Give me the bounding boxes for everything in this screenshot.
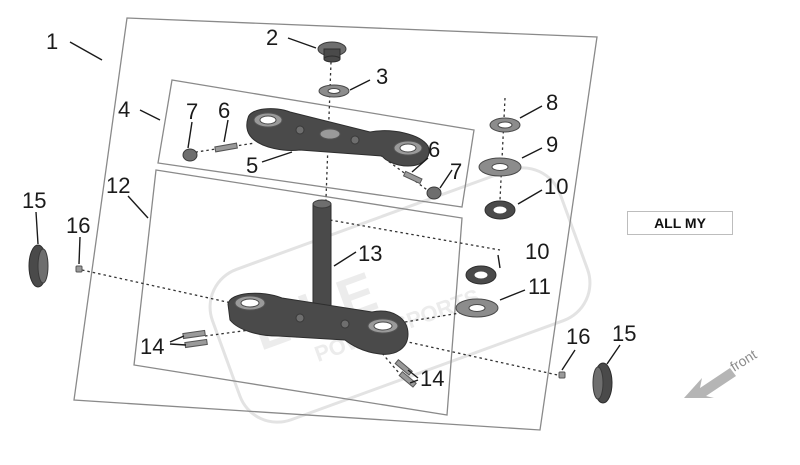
- right-side-cap: [592, 362, 613, 404]
- lower-clamp-frame: [133, 169, 463, 416]
- callout-7-upper-left: 7: [186, 99, 198, 124]
- lower-clamp-bolts-left: [182, 329, 208, 349]
- upper-clamp-frame: [157, 79, 475, 208]
- callout-2: 2: [266, 25, 278, 50]
- callout-9: 9: [546, 132, 558, 157]
- callout-6-upper-right: 6: [428, 137, 440, 162]
- callout-10-lower: 10: [525, 239, 549, 264]
- callout-3: 3: [376, 64, 388, 89]
- left-pin: [75, 265, 83, 273]
- callout-14-left: 14: [140, 334, 164, 359]
- callout-leaders: [35, 37, 621, 384]
- callout-10-upper: 10: [544, 174, 568, 199]
- model-year-badge: ALL MY: [627, 211, 733, 235]
- callout-1: 1: [46, 29, 58, 54]
- lower-clamp-bolts-right: [394, 358, 417, 388]
- front-label: front: [727, 346, 759, 374]
- upper-clamp-bolt-left: [182, 142, 238, 162]
- callout-12: 12: [106, 173, 130, 198]
- upper-clamp-bolt-right: [402, 170, 442, 200]
- front-direction-indicator: front: [684, 346, 759, 398]
- callout-16-right: 16: [566, 324, 590, 349]
- callout-15-right: 15: [612, 321, 636, 346]
- front-arrow-icon: [684, 368, 736, 398]
- callout-7-upper-right: 7: [450, 159, 462, 184]
- lower-bearing: [465, 265, 497, 285]
- callout-14-right: 14: [420, 366, 444, 391]
- callout-8: 8: [546, 90, 558, 115]
- stem-washer: [318, 84, 350, 98]
- lower-seal: [455, 298, 499, 318]
- dust-seal-washer: [478, 157, 522, 177]
- callout-6-upper-left: 6: [218, 98, 230, 123]
- callout-16-left: 16: [66, 213, 90, 238]
- steering-stem-nut: [317, 41, 347, 63]
- callout-15-left: 15: [22, 188, 46, 213]
- callout-5: 5: [246, 153, 258, 178]
- model-year-label: ALL MY: [654, 215, 706, 231]
- callout-11: 11: [528, 274, 551, 299]
- upper-bearing: [484, 200, 516, 220]
- right-pin: [558, 371, 566, 379]
- callout-13: 13: [358, 241, 382, 266]
- callout-4: 4: [118, 97, 130, 122]
- outer-assembly-frame: [73, 17, 598, 431]
- upper-triple-clamp: [246, 108, 430, 167]
- upper-bearing-seal: [489, 117, 521, 133]
- left-side-cap: [28, 244, 49, 288]
- lower-triple-clamp-with-stem: [227, 199, 409, 355]
